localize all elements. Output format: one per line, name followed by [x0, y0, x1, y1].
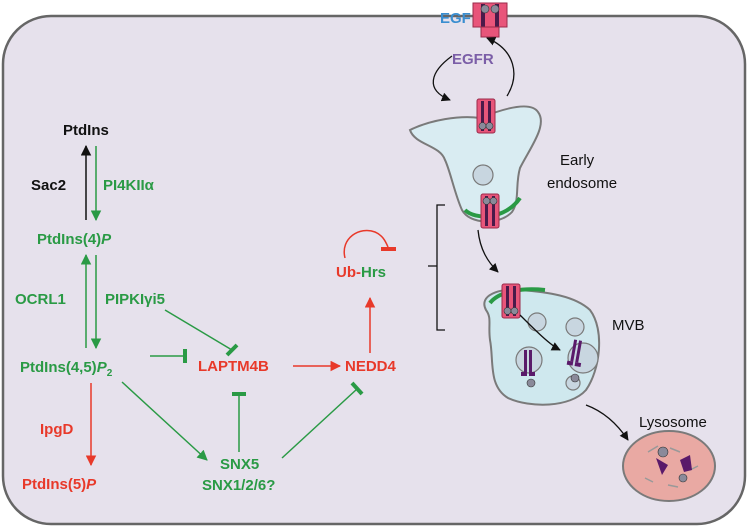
lysosome	[622, 430, 716, 502]
mvb-label: MVB	[612, 317, 645, 334]
sac2-label: Sac2	[31, 177, 66, 194]
snx5-nedd4-inhibit	[281, 388, 358, 459]
ipgd-label: IpgD	[40, 421, 73, 438]
ligand-1	[526, 378, 536, 388]
pip2-snx5-arrow	[121, 381, 208, 461]
endosome-label: endosome	[547, 175, 617, 192]
egfr-surface-receptor	[472, 2, 508, 38]
maturation-arrow	[477, 229, 499, 273]
endosomal-egfr-1	[476, 98, 496, 134]
pipki-laptm4b-inhibit	[164, 309, 233, 351]
pipki-laptm4b-bar	[225, 343, 239, 357]
degraded-egfr-2	[680, 455, 692, 472]
nedd4-label: NEDD4	[345, 358, 397, 375]
ocrl1-label: OCRL1	[15, 291, 66, 308]
lysosome-label: Lysosome	[639, 414, 707, 431]
ligand-2	[570, 373, 580, 383]
ptdins4p-label: PtdIns(4)P	[37, 231, 112, 248]
pip2-label: PtdIns(4,5)P2	[20, 359, 113, 379]
mvb-vesicle-2	[565, 317, 585, 337]
pipki-label: PIPKIγi5	[105, 291, 165, 308]
ubhrs-self-inhibit	[343, 229, 389, 259]
endosome-vesicle	[472, 164, 494, 186]
mvb-egfr	[501, 283, 521, 319]
bracket	[428, 204, 445, 331]
snx5-label: SNX5	[220, 456, 259, 473]
ptdins-label: PtdIns	[63, 122, 109, 139]
early-label: Early	[560, 152, 595, 169]
pi4k-label: PI4KIIα	[103, 177, 155, 194]
mvb-lysosome-arrow	[585, 404, 629, 441]
snx126-label: SNX1/2/6?	[202, 477, 275, 494]
mvb-vesicle-1	[527, 312, 547, 332]
degraded-egfr-1	[656, 458, 668, 475]
snx5-nedd4-bar	[350, 381, 364, 396]
lysosome-debris	[644, 445, 699, 488]
internalization-arrow	[432, 55, 453, 102]
laptm4b-label: LAPTM4B	[198, 358, 269, 375]
egf-label: EGF	[440, 10, 471, 27]
degraded-ligand-1	[657, 446, 669, 458]
ilv-sorting-arrow	[519, 314, 561, 351]
ub-hrs-label: Ub-Hrs	[336, 264, 386, 281]
degraded-ligand-2	[678, 473, 688, 483]
endosomal-egfr-2	[480, 193, 500, 229]
ptdins5p-label: PtdIns(5)P	[22, 476, 97, 493]
egfr-label: EGFR	[452, 51, 494, 68]
recycling-arrow	[486, 37, 515, 97]
